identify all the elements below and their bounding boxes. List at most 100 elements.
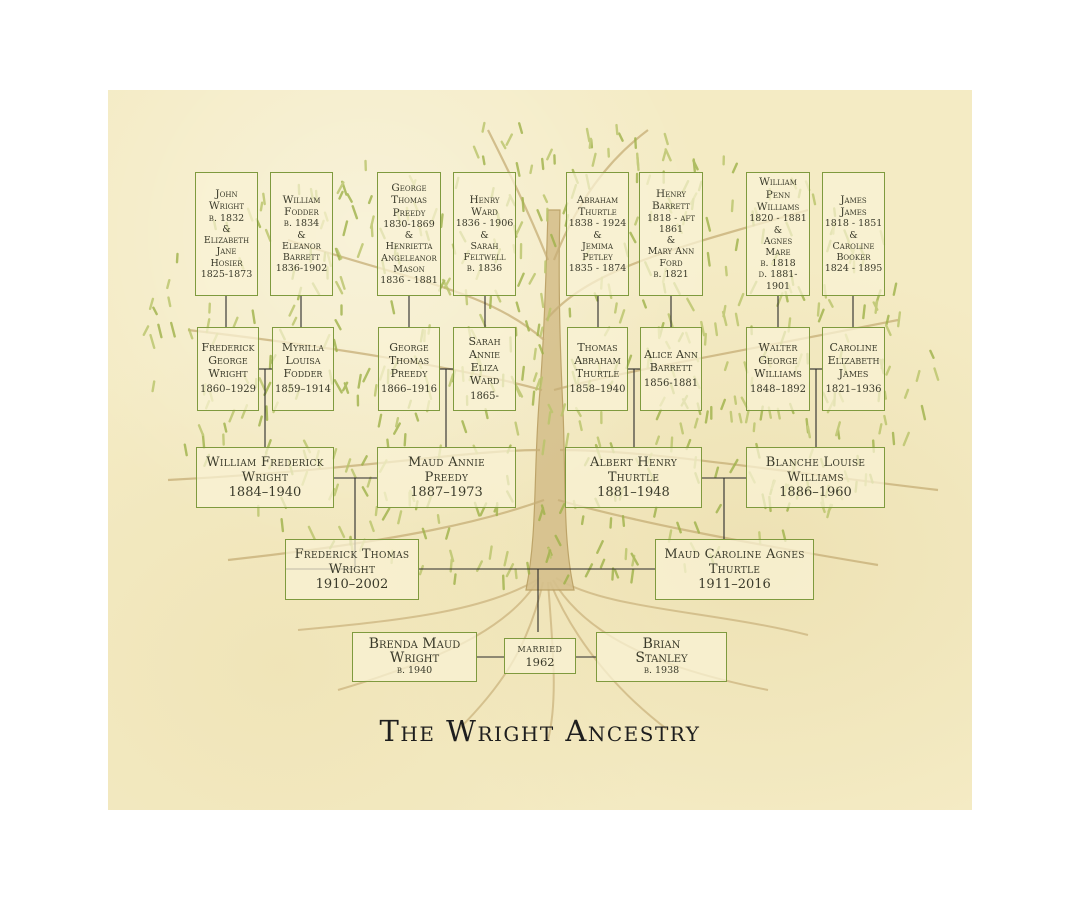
couple-name: Abraham Thurtle: [576, 193, 619, 218]
great-grandparent-card: Sarah Annie Eliza Ward 1865-: [453, 327, 516, 411]
willow-leaf: [686, 297, 695, 312]
willow-leaf: [541, 157, 545, 171]
willow-leaf: [559, 503, 566, 515]
willow-leaf: [724, 265, 728, 277]
willow-leaf: [733, 395, 738, 405]
willow-leaf: [621, 515, 626, 527]
willow-leaf: [440, 213, 444, 229]
willow-leaf: [730, 199, 734, 213]
person-dates: 1886–1960: [779, 485, 852, 501]
willow-leaf: [738, 412, 743, 424]
person-dates: 1911–2016: [698, 577, 771, 593]
willow-leaf: [599, 558, 606, 569]
willow-leaf: [536, 209, 543, 222]
willow-leaf: [828, 298, 834, 308]
willow-leaf: [885, 314, 890, 326]
willow-leaf: [339, 275, 346, 290]
willow-leaf: [488, 545, 493, 560]
couple-details: 1818 - 1851 & Caroline Booker 1824 - 189…: [824, 218, 883, 275]
willow-leaf: [731, 162, 738, 174]
willow-leaf: [920, 404, 927, 421]
willow-leaf: [903, 388, 910, 399]
willow-leaf: [529, 164, 534, 175]
willow-leaf: [502, 574, 505, 591]
person-dates: 1866–1916: [381, 384, 437, 396]
willow-leaf: [381, 507, 391, 521]
willow-leaf: [535, 378, 542, 391]
willow-leaf: [862, 304, 866, 320]
willow-leaf: [334, 247, 341, 261]
great-grandparent-card: Alice Ann Barrett 1856-1881: [640, 327, 702, 411]
person-name: Walter George Williams: [754, 341, 802, 381]
willow-leaf: [515, 161, 521, 177]
person-name: Maud Annie Preedy: [407, 454, 485, 485]
willow-leaf: [336, 181, 345, 195]
couple-name: George Thomas Preedy: [391, 181, 427, 219]
willow-leaf: [545, 549, 552, 563]
willow-leaf: [528, 272, 536, 285]
willow-leaf: [630, 552, 639, 566]
willow-leaf: [630, 568, 635, 584]
ancestor-couple-card: William Penn Williams 1820 - 1881 & Agne…: [746, 172, 810, 296]
willow-leaf: [356, 242, 364, 259]
grandparent-card: Blanche Louise Williams 1886–1960: [746, 447, 885, 508]
willow-leaf: [655, 408, 663, 421]
willow-leaf: [338, 525, 346, 539]
willow-leaf: [614, 302, 618, 314]
willow-leaf: [676, 521, 682, 534]
willow-leaf: [390, 300, 396, 315]
willow-leaf: [386, 438, 390, 449]
willow-leaf: [341, 381, 349, 392]
willow-leaf: [714, 322, 719, 337]
willow-leaf: [584, 563, 594, 578]
willow-leaf: [258, 415, 263, 427]
willow-leaf: [744, 408, 750, 424]
willow-leaf: [634, 137, 637, 149]
person-name: Maud Caroline Agnes Thurtle: [664, 546, 805, 577]
great-grandparent-card: Walter George Williams 1848–1892: [746, 327, 810, 411]
couple-name: William Fodder: [282, 193, 321, 218]
person-name: Sarah Annie Eliza Ward: [468, 334, 501, 387]
ancestor-couple-card: George Thomas Preedy 1830-1869 & Henriet…: [377, 172, 441, 296]
couple-details: 1838 - 1924 & Jemima Petley 1835 - 1874: [568, 218, 627, 275]
willow-leaf: [505, 133, 513, 146]
willow-leaf: [446, 286, 452, 296]
willow-leaf: [729, 458, 739, 474]
ancestor-couple-card: Abraham Thurtle 1838 - 1924 & Jemima Pet…: [566, 172, 629, 296]
willow-leaf: [540, 292, 545, 309]
willow-leaf: [264, 228, 272, 243]
willow-leaf: [872, 301, 879, 311]
willow-leaf: [734, 238, 739, 252]
willow-leaf: [489, 295, 493, 310]
person-dates: 1821–1936: [825, 384, 882, 396]
willow-leaf: [350, 468, 357, 479]
willow-leaf: [892, 282, 898, 296]
willow-leaf: [550, 233, 557, 248]
willow-leaf: [538, 376, 544, 390]
willow-leaf: [521, 196, 525, 213]
tree-trunk: [525, 209, 575, 591]
willow-leaf: [403, 433, 407, 447]
married-year: 1962: [525, 655, 555, 669]
willow-leaf: [223, 422, 228, 433]
willow-leaf: [445, 527, 451, 540]
married-card: married 1962: [504, 638, 576, 674]
person-name: Brenda Maud Wright: [368, 636, 461, 667]
willow-leaf: [547, 403, 554, 414]
willow-leaf: [704, 410, 709, 424]
couple-details: 1830-1869 & Henrietta Angeleanor Mason 1…: [380, 218, 438, 286]
willow-leaf: [531, 390, 536, 406]
willow-leaf: [157, 323, 163, 339]
person-name: Alice Ann Barrett: [644, 347, 698, 374]
couple-name: James James: [840, 193, 867, 218]
willow-leaf: [334, 318, 342, 331]
willow-leaf: [752, 422, 756, 433]
willow-leaf: [515, 301, 521, 313]
willow-leaf: [481, 121, 486, 133]
willow-leaf: [333, 483, 340, 497]
willow-leaf: [505, 563, 515, 578]
ancestor-couple-card: James James 1818 - 1851 & Caroline Booke…: [822, 172, 885, 296]
willow-leaf: [539, 326, 544, 337]
willow-leaf: [596, 436, 602, 448]
willow-leaf: [515, 387, 522, 397]
